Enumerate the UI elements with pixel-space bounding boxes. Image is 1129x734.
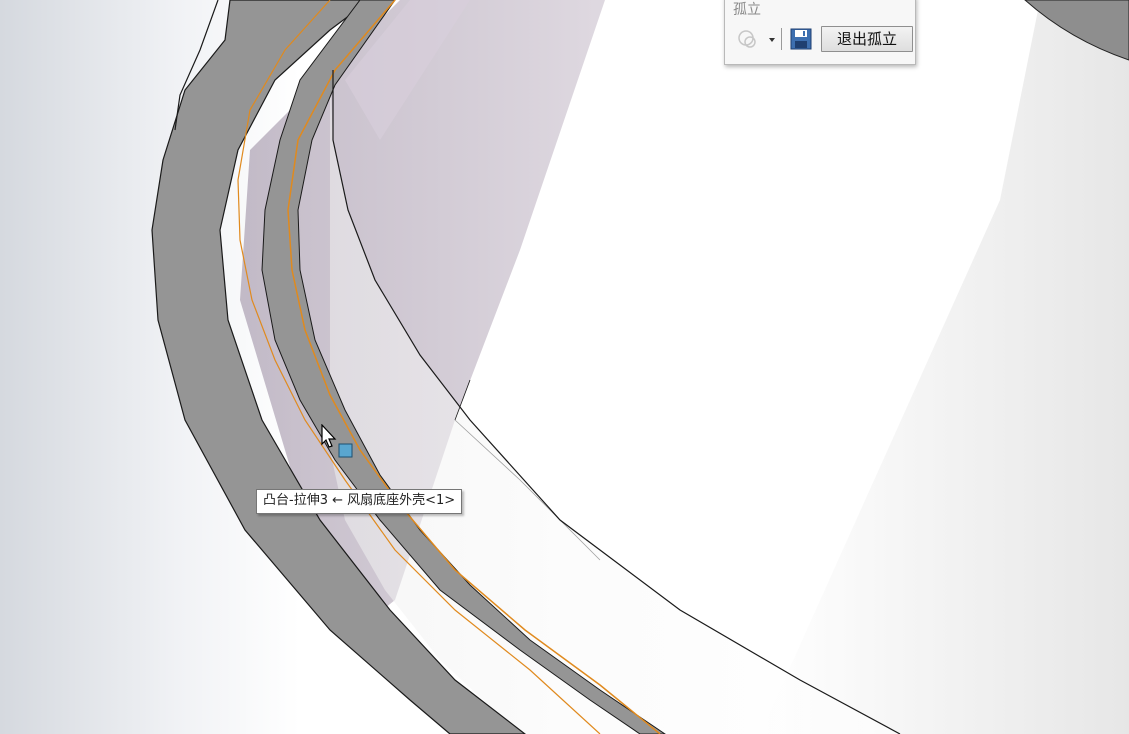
inner-wall-edge [332,70,901,734]
cylinder-right-face [760,0,1129,734]
highlight-edge-outer [287,0,661,734]
highlight-edge-inner [237,0,601,734]
isolate-panel: 孤立 退出孤立 [724,0,916,65]
chevron-down-icon [769,38,775,42]
lower-face-edge [454,419,601,561]
body-edge-line [454,379,471,421]
save-button[interactable] [790,27,812,51]
mouse-cursor-icon [321,424,353,458]
feature-tooltip: 凸台-拉伸3 ← 风扇底座外壳<1> [256,489,463,514]
translucent-body-light [345,0,470,140]
save-icon [790,28,812,50]
toolbar-separator [781,28,782,50]
outer-silhouette [174,0,219,131]
display-style-dropdown[interactable] [733,27,777,51]
face-selection-icon [338,443,353,458]
inner-wall [330,70,900,734]
display-style-icon [738,30,775,48]
outer-rim [151,0,526,734]
isolate-panel-title: 孤立 [733,2,761,18]
inner-rim [261,0,666,734]
exit-isolate-button[interactable]: 退出孤立 [821,26,913,52]
